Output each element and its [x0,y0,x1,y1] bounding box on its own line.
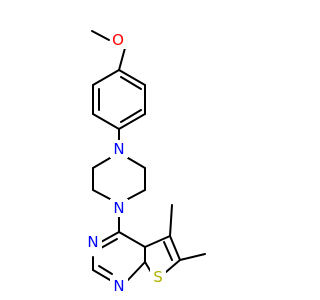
bond-thiophene-c3a-c3 [144,235,171,248]
bond-pyrimidine-c2-n [92,269,111,281]
atom-label-s-thiophene: S [153,268,163,286]
bond-benzene-4 [92,113,120,130]
atom-labels: O N N N N S [84,31,166,295]
atom-label-n-pyrimidine-bottom: N [113,277,124,295]
bond-pyrimidine-c4-n-inner [100,238,118,249]
bond-benzene-1-inner [120,76,142,90]
bond-methyl-o [91,30,110,41]
bond-benzene-6 [92,69,120,86]
bond-thiophene-c2-s [165,259,181,273]
bond-benzene-1 [118,69,146,86]
atom-label-n-pyrimidine-left: N [87,233,98,251]
bond-lines [91,30,206,281]
atom-label-n-piperazine-top: N [113,140,124,158]
bond-o-aryl [118,47,126,71]
bond-piperazine-4 [92,189,111,200]
bond-piperazine-3 [127,189,146,200]
bond-methyl-c3 [169,204,173,237]
chemical-structure-diagram: O N N N N S [84,30,206,295]
bond-piperazine-1 [127,157,146,169]
bond-benzene-3 [118,113,146,130]
bond-pyrimidine-n-c7a [127,261,146,281]
bond-piperazine-6 [92,157,111,169]
atom-label-o-methoxy: O [112,31,124,49]
bond-pyrimidine-c2-n-inner [98,265,113,275]
bond-thiophene-c3-c2 [169,235,181,261]
atom-label-n-piperazine-bottom: N [113,199,124,217]
bond-pyrimidine-c3a-c4 [118,231,146,248]
bond-benzene-3-inner [120,109,142,123]
bond-thiophene-c3-c2-inner [163,241,173,261]
bond-methyl-c2 [179,253,206,261]
bond-pyrimidine-c4-n [100,231,120,243]
